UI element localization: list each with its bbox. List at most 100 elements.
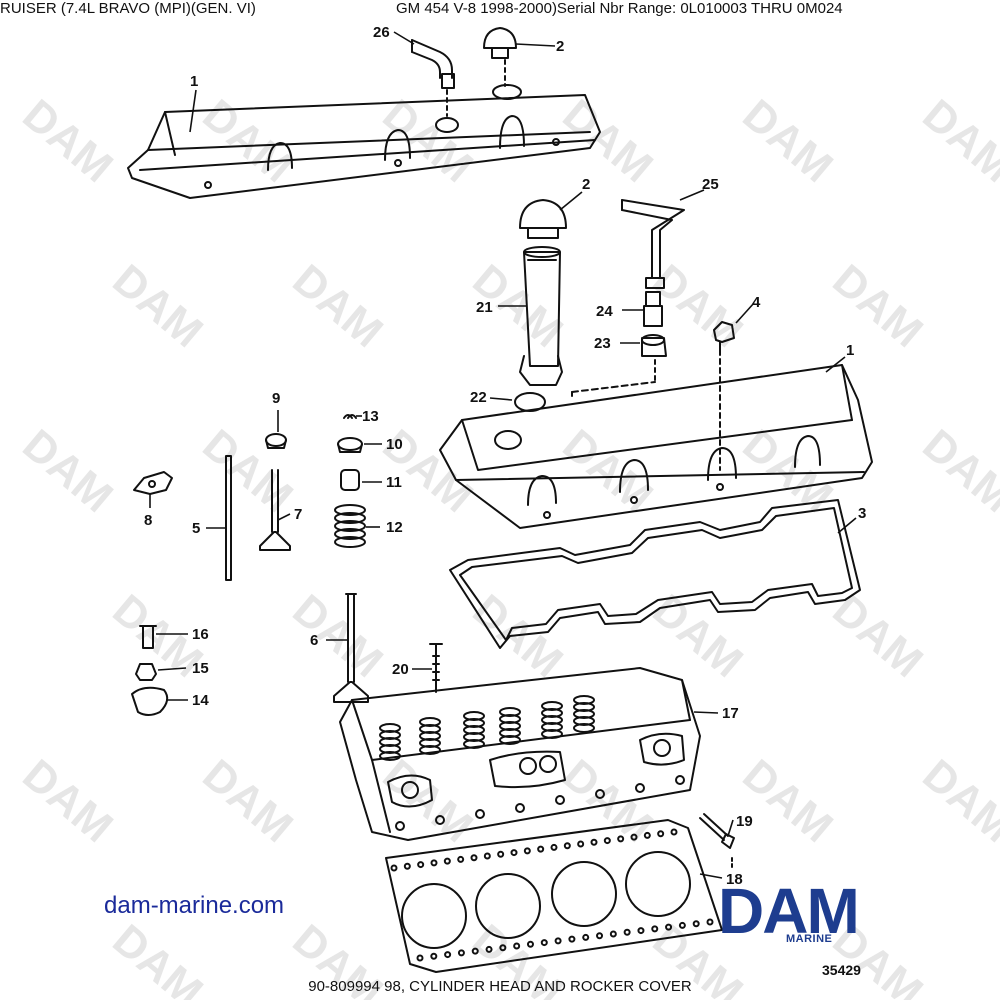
gasket-hole (430, 952, 438, 960)
gasket-hole (568, 935, 576, 943)
watermark-text: DAM (194, 420, 302, 522)
callout-16: 16 (192, 626, 209, 643)
watermark-text: DAM (914, 750, 1000, 852)
watermark-text: DAM (194, 750, 302, 852)
rocker-ball-14 (131, 686, 169, 716)
gasket-hole (457, 855, 465, 863)
valve-spring-coil (499, 735, 521, 745)
gasket-hole (470, 854, 478, 862)
callout-1-top: 1 (190, 73, 198, 90)
callout-10: 10 (386, 436, 403, 453)
logo-text: DAM (718, 878, 858, 947)
watermark-text: DAM (914, 420, 1000, 522)
watermark-text: DAM (14, 90, 122, 192)
footer-caption: 90-809994 98, CYLINDER HEAD AND ROCKER C… (308, 978, 692, 995)
callout-19: 19 (736, 813, 753, 830)
valve-spring-coil (541, 729, 563, 739)
callout-24: 24 (596, 303, 613, 320)
callout-20: 20 (392, 661, 409, 678)
gasket-hole (603, 837, 611, 845)
callout-17: 17 (722, 705, 739, 722)
callout-1: 1 (846, 342, 854, 359)
gasket-hole (706, 918, 714, 926)
gasket-hole (513, 942, 521, 950)
logo-subtitle: MARINE (786, 933, 833, 945)
website-link[interactable]: dam-marine.com (104, 892, 285, 919)
gasket-hole (617, 835, 625, 843)
callout-21: 21 (476, 299, 493, 316)
callout-14: 14 (192, 692, 209, 709)
exhaust-valve-6 (333, 593, 369, 703)
gasket-hole (582, 933, 590, 941)
watermark-text: DAM (734, 90, 842, 192)
watermark-text: DAM (824, 255, 932, 357)
watermark-text: DAM (104, 255, 212, 357)
header-title: RUISER (7.4L BRAVO (MPI)(GEN. VI) GM 454… (0, 0, 1000, 22)
oil-filler-cap-top (483, 27, 517, 87)
grommet-23 (641, 334, 667, 357)
pcv-fitting-24 (643, 291, 663, 327)
gasket-hole (523, 847, 531, 855)
gasket-hole (563, 842, 571, 850)
gasket-hole (550, 843, 558, 851)
dam-logo: DAM (718, 878, 860, 947)
header-model: RUISER (7.4L BRAVO (MPI)(GEN. VI) (0, 0, 256, 17)
head-gasket (385, 819, 723, 973)
gasket-hole (637, 927, 645, 935)
callout-15: 15 (192, 660, 209, 677)
gasket-bolt-holes (390, 828, 714, 962)
pushrod-5 (225, 455, 232, 581)
gasket-hole (657, 830, 665, 838)
callout-23: 23 (594, 335, 611, 352)
pcv-elbow-26 (411, 39, 455, 117)
valve-spring-coil (573, 723, 595, 733)
bolt-19 (699, 813, 735, 849)
oil-filler-tube (519, 246, 563, 386)
gasket-hole (471, 947, 479, 955)
callout-3: 3 (858, 505, 866, 522)
watermark-text: DAM (284, 255, 392, 357)
leader-lines (149, 31, 857, 879)
header-engine: GM 454 V-8 1998-2000)Serial Nbr Range: 0… (396, 0, 843, 17)
gasket-hole (443, 857, 451, 865)
gasket-hole (510, 849, 518, 857)
rocker-stud-16 (139, 625, 157, 649)
breather-tube (621, 199, 685, 289)
gasket-hole (416, 954, 424, 962)
rocker-nut-15 (135, 663, 157, 681)
gasket-hole (417, 861, 425, 869)
rocker-cover-lower (439, 349, 873, 529)
callout-2-top: 2 (556, 38, 564, 55)
gasket-hole (670, 828, 678, 836)
gasket-hole (609, 930, 617, 938)
gasket-hole (678, 921, 686, 929)
callout-26: 26 (373, 24, 390, 41)
callout-2: 2 (582, 176, 590, 193)
watermark-text: DAM (14, 420, 122, 522)
callout-7: 7 (294, 506, 302, 523)
callout-18: 18 (726, 871, 743, 888)
gasket-hole (444, 951, 452, 959)
callout-labels: 1 2 26 2 25 21 24 23 4 1 22 3 9 13 10 11… (144, 24, 866, 888)
gasket-hole (577, 840, 585, 848)
watermark-text: DAM (194, 90, 302, 192)
head-valve-springs (379, 695, 595, 761)
valve-lock-13 (343, 414, 357, 419)
gasket-hole (692, 920, 700, 928)
valve-spring-12 (334, 504, 366, 548)
intake-valve-7 (259, 469, 291, 551)
gasket-hole (623, 928, 631, 936)
gasket-hole (590, 838, 598, 846)
callout-6: 6 (310, 632, 318, 649)
callout-25: 25 (702, 176, 719, 193)
gasket-hole (537, 845, 545, 853)
callout-12: 12 (386, 519, 403, 536)
watermark-text: DAM (284, 585, 392, 687)
head-bolt-20 (429, 643, 443, 693)
valve-spring-coil (463, 739, 485, 749)
gasket-hole (665, 923, 673, 931)
valve-cap-10 (337, 437, 363, 453)
